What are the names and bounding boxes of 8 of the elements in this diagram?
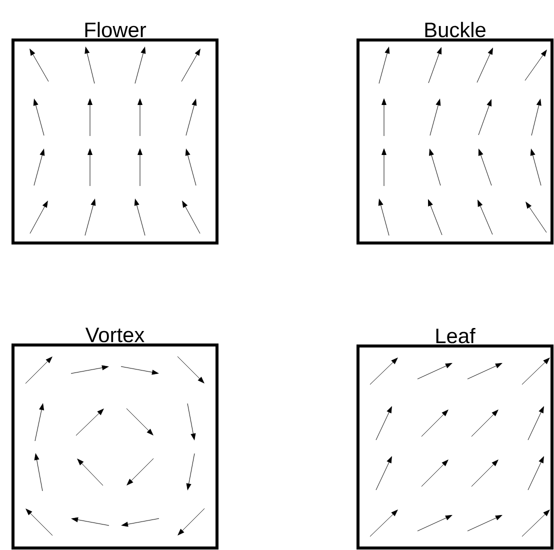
panel-box	[356, 22, 554, 244]
panel-box	[12, 22, 218, 244]
panel-box	[12, 328, 218, 550]
panel-box	[356, 328, 554, 550]
panel-title: Leaf	[436, 328, 476, 344]
panel-title: Flower	[85, 22, 146, 38]
panel-title: Buckle	[425, 22, 486, 38]
panel-title: Vortex	[85, 328, 144, 342]
